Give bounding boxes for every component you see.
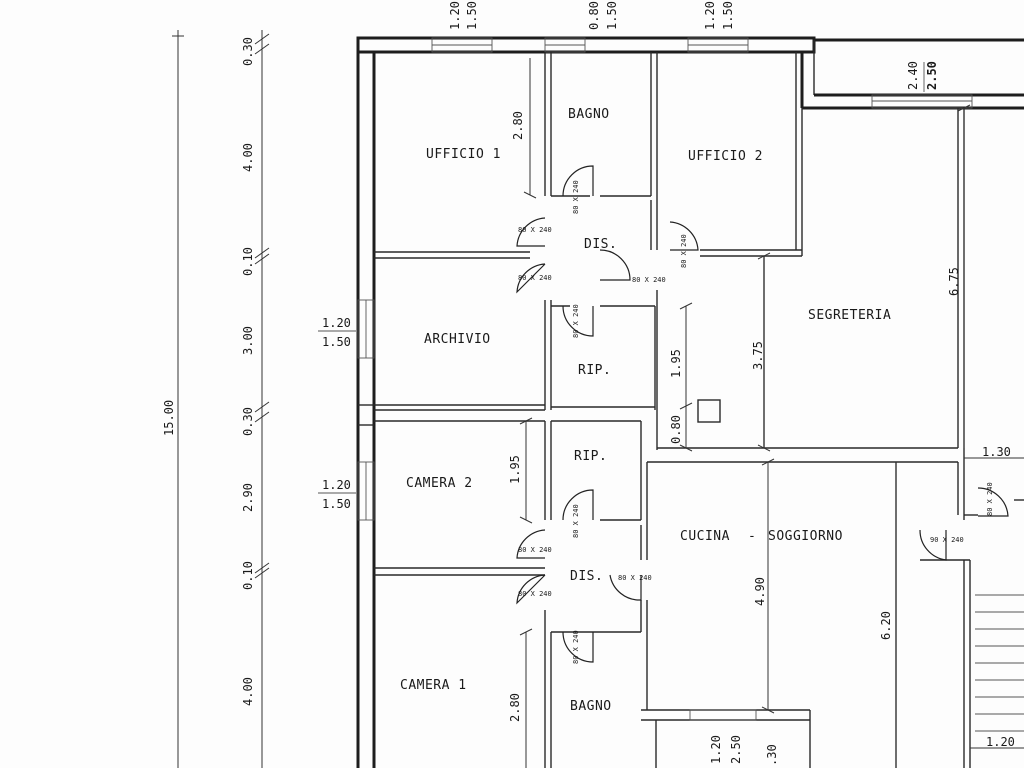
room-label-camera-2: CAMERA 2 [406, 476, 473, 491]
dim-dis-195: 1.95 [669, 349, 683, 378]
room-label-archivio: ARCHIVIO [424, 332, 491, 347]
dim-bottom-window-width: 1.20 [709, 735, 723, 764]
dim-window-3-height: 1.50 [721, 1, 735, 30]
dim-segreteria-675: 6.75 [947, 267, 961, 296]
room-label-ufficio-2: UFFICIO 2 [688, 149, 763, 164]
room-label-camera-1: CAMERA 1 [400, 678, 467, 693]
room-label-segreteria: SEGRETERIA [808, 308, 891, 323]
left-dimension-lines [172, 30, 270, 768]
dim-bottom-window-height: 2.50 [729, 735, 743, 764]
dim-camera2-195: 1.95 [508, 455, 522, 484]
dim-segreteria-375: 3.75 [751, 341, 765, 370]
dim-left-030-mid: 0.30 [241, 407, 255, 436]
dim-cucina-490: 4.90 [753, 577, 767, 606]
dim-window-4-width: 2.40 [906, 61, 920, 90]
dim-left-030-top: 0.30 [241, 37, 255, 66]
dim-total-15: 15.00 [162, 400, 176, 436]
door-label-segreteria: 80 X 240 [632, 276, 666, 284]
dim-window-2-height: 1.50 [605, 1, 619, 30]
top-windows [431, 37, 973, 109]
room-label-bagno-bottom: BAGNO [570, 699, 612, 714]
door-label-camera1: 80 X 240 [518, 590, 552, 598]
door-label-ufficio1: 80 X 240 [518, 226, 552, 234]
dim-left-290: 2.90 [241, 483, 255, 512]
door-swings [516, 165, 1009, 663]
dim-window-4-height: 2.50 [925, 61, 939, 90]
dim-camera2-window-height: 1.50 [322, 497, 351, 511]
room-label-ufficio-1: UFFICIO 1 [426, 147, 501, 162]
dim-window-2-width: 0.80 [587, 1, 601, 30]
door-label-cucina: 80 X 240 [618, 574, 652, 582]
dim-bottom-030: .30 [765, 744, 779, 766]
door-label-right-side: 90 X 240 [930, 536, 964, 544]
dim-bottom-right-120: 1.20 [986, 735, 1015, 749]
side-windows [357, 299, 757, 721]
door-label-bagno-bottom: 80 X 240 [572, 630, 580, 664]
dim-130: 1.30 [982, 445, 1011, 459]
room-label-dis-bottom: DIS. [570, 569, 603, 584]
room-label-soggiorno: SOGGIORNO [768, 529, 843, 544]
dim-left-400-bottom: 4.00 [241, 677, 255, 706]
room-label-rip-top: RIP. [578, 363, 611, 378]
dim-camera1-280: 2.80 [508, 693, 522, 722]
room-label-dis-top: DIS. [584, 237, 617, 252]
dim-dis-080: 0.80 [669, 415, 683, 444]
dim-left-400-top: 4.00 [241, 143, 255, 172]
shaft-square [697, 399, 721, 423]
dim-left-010-top: 0.10 [241, 247, 255, 276]
dim-window-3-width: 1.20 [703, 1, 717, 30]
dim-cucina-620: 6.20 [879, 611, 893, 640]
room-label-cucina: CUCINA [680, 529, 730, 544]
room-label-bagno-top: BAGNO [568, 107, 610, 122]
inner-dimension-lines [519, 58, 1024, 768]
room-label-rip-mid: RIP. [574, 449, 607, 464]
door-label-bagno-top: 80 X 240 [572, 180, 580, 214]
door-label-rip-top: 80 X 240 [572, 304, 580, 338]
dim-archivio-window-height: 1.50 [322, 335, 351, 349]
dim-left-300: 3.00 [241, 326, 255, 355]
door-label-rip-mid: 80 X 240 [572, 504, 580, 538]
dim-archivio-window-width: 1.20 [322, 316, 351, 330]
door-label-ufficio2: 80 X 240 [680, 234, 688, 268]
staircase [975, 594, 1024, 732]
dim-window-1-height: 1.50 [465, 1, 479, 30]
door-label-archivio: 80 X 240 [518, 274, 552, 282]
dim-left-010-bottom: 0.10 [241, 561, 255, 590]
dim-camera2-window-width: 1.20 [322, 478, 351, 492]
room-label-dash: - [748, 529, 756, 544]
dim-ufficio1-height: 2.80 [511, 111, 525, 140]
door-label-right-top: 80 X 240 [986, 482, 994, 516]
door-label-camera2: 80 X 240 [518, 546, 552, 554]
dim-window-1-width: 1.20 [448, 1, 462, 30]
